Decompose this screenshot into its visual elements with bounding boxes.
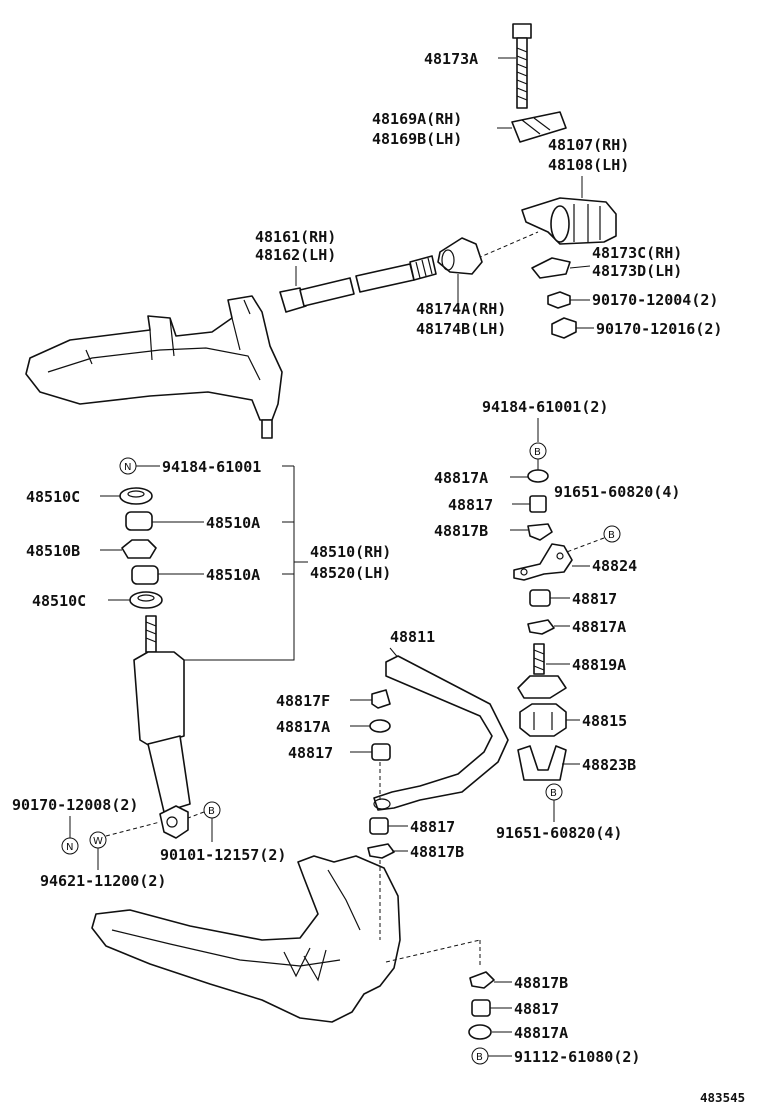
label-91112-61080: 91112-61080(2) (514, 1048, 640, 1066)
bushing-48817-d (369, 817, 389, 835)
cushion-48510A-a (125, 511, 153, 531)
label-48169B: 48169B(LH) (372, 130, 462, 148)
cushion-48510C-a (119, 487, 153, 505)
diagram-id: 483545 (700, 1090, 745, 1105)
plate-48173C (531, 257, 571, 279)
nut-90170-12016 (551, 317, 577, 339)
label-91651-bot: 91651-60820(4) (496, 824, 622, 842)
mark-n-bottom-text: N (66, 842, 73, 853)
arm-housing-48107 (521, 197, 617, 245)
label-48510A-a: 48510A (206, 514, 260, 532)
label-48817-d: 48817 (410, 818, 455, 836)
link-48819A (517, 643, 567, 699)
label-48173C: 48173C(RH) (592, 244, 682, 262)
bolt-48173A (512, 23, 532, 109)
label-48173A: 48173A (424, 50, 478, 68)
bracket-48823B (517, 745, 567, 781)
bushing-48817-b (529, 589, 551, 607)
cushion-48815 (519, 703, 567, 737)
cushion-48510B (121, 539, 157, 559)
label-48811: 48811 (390, 628, 435, 646)
cushion-48817A-b (527, 619, 555, 635)
lower-control-arm (91, 855, 401, 1023)
label-48817-c: 48817 (288, 744, 333, 762)
label-48815: 48815 (582, 712, 627, 730)
label-48817F: 48817F (276, 692, 330, 710)
label-48162: 48162(LH) (255, 246, 336, 264)
mark-b-final-text: B (476, 1052, 483, 1063)
label-48174A: 48174A(RH) (416, 300, 506, 318)
label-91651-top: 91651-60820(4) (554, 483, 680, 501)
label-48817A-c: 48817A (276, 718, 330, 736)
label-48817B-e: 48817B (514, 974, 568, 992)
cushion-48817B-d (367, 843, 395, 859)
mark-n-bottom (61, 837, 79, 855)
cushion-48817A-a (527, 469, 549, 483)
cushion-48817A-e (468, 1024, 492, 1040)
shock-absorber (133, 615, 191, 839)
label-48108: 48108(LH) (548, 156, 629, 174)
mark-b-bottom-text: B (550, 788, 557, 799)
label-48817B-d: 48817B (410, 843, 464, 861)
upper-control-arm (25, 295, 283, 439)
bushing-48817-e (471, 999, 491, 1017)
nut-90170-12004 (547, 291, 571, 309)
label-48823B: 48823B (582, 756, 636, 774)
cushion-48510C-b (129, 591, 163, 609)
label-90101-12157: 90101-12157(2) (160, 846, 286, 864)
label-48161: 48161(RH) (255, 228, 336, 246)
cushion-48510A-b (131, 565, 159, 585)
cushion-48817A-c (369, 719, 391, 733)
label-48169A: 48169A(RH) (372, 110, 462, 128)
bracket-48824 (513, 543, 573, 581)
mark-n-top-text: N (124, 462, 131, 473)
label-94184-top: 94184-61001(2) (482, 398, 608, 416)
label-48173D: 48173D(LH) (592, 262, 682, 280)
bushing-48817-c (371, 743, 391, 761)
cushion-48817B-a (527, 523, 553, 541)
label-48520: 48520(LH) (310, 564, 391, 582)
label-48817A-a: 48817A (434, 469, 488, 487)
label-90170-12004: 90170-12004(2) (592, 291, 718, 309)
label-94621-11200: 94621-11200(2) (40, 872, 166, 890)
label-48817A-e: 48817A (514, 1024, 568, 1042)
stabilizer-bar-48811 (373, 655, 509, 811)
label-90170-12016: 90170-12016(2) (596, 320, 722, 338)
label-48510C-b: 48510C (32, 592, 86, 610)
boot-48174A (437, 237, 483, 275)
label-48817B-a: 48817B (434, 522, 488, 540)
label-48107: 48107(RH) (548, 136, 629, 154)
label-48817-b: 48817 (572, 590, 617, 608)
label-48510B: 48510B (26, 542, 80, 560)
label-90170-12008: 90170-12008(2) (12, 796, 138, 814)
mark-w-text: W (93, 836, 103, 847)
bracket-48169 (511, 111, 567, 143)
mark-b-right (603, 525, 621, 543)
mark-b-top-text: B (534, 447, 541, 458)
cushion-48817F (371, 689, 391, 709)
label-48824: 48824 (592, 557, 637, 575)
mark-b-right-text: B (608, 530, 615, 541)
bushing-48817-a (529, 495, 547, 513)
label-48817-a: 48817 (448, 496, 493, 514)
label-48174B: 48174B(LH) (416, 320, 506, 338)
label-94184-left: 94184-61001 (162, 458, 261, 476)
label-48510C-a: 48510C (26, 488, 80, 506)
cushion-48817B-e (469, 971, 495, 989)
torsion-bar-48161 (279, 255, 437, 313)
mark-b-shock-text: B (208, 806, 215, 817)
label-48819A: 48819A (572, 656, 626, 674)
label-48817-e: 48817 (514, 1000, 559, 1018)
label-48817A-b: 48817A (572, 618, 626, 636)
label-48510A-b: 48510A (206, 566, 260, 584)
label-48510: 48510(RH) (310, 543, 391, 561)
